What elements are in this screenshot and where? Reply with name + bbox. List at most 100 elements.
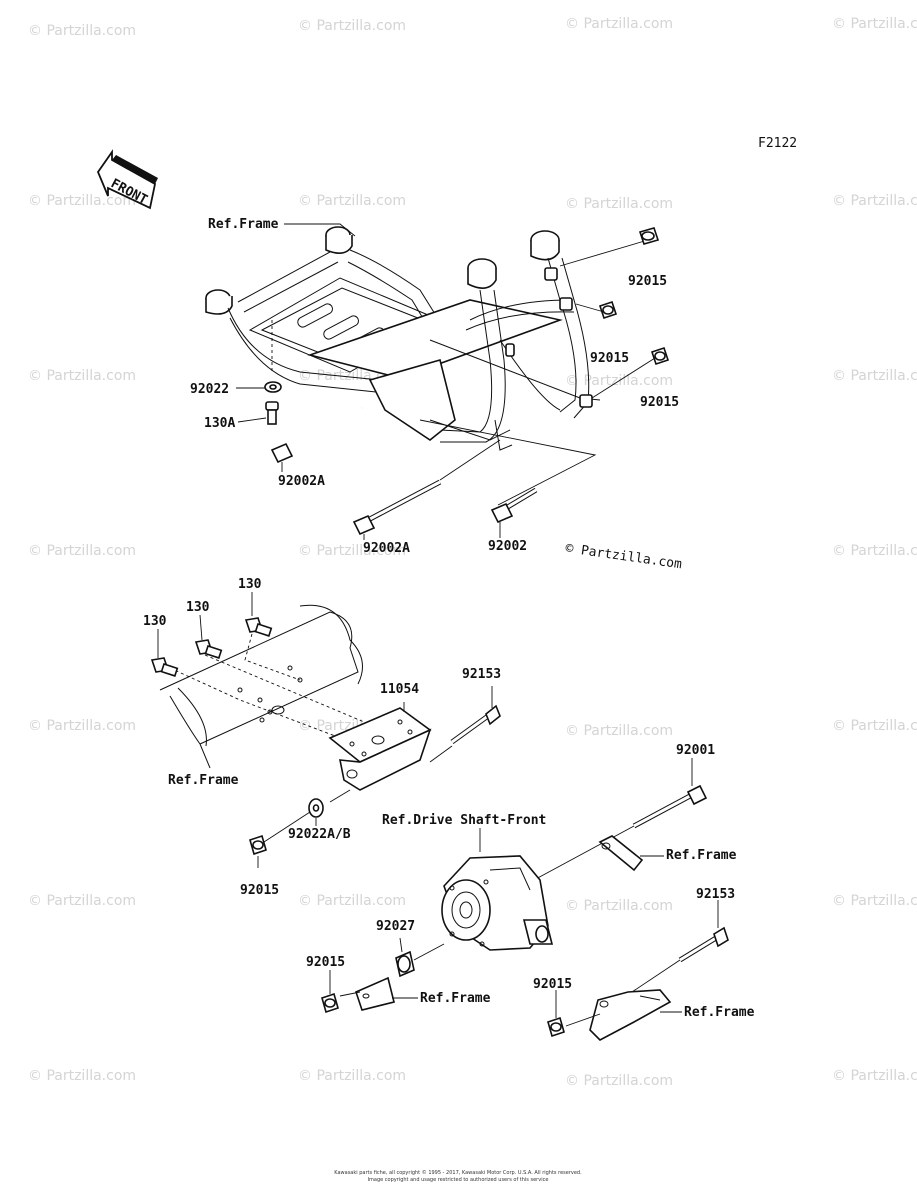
- watermark: © Partzilla.com: [565, 723, 673, 739]
- watermark: © Partzilla.com: [832, 718, 917, 734]
- front-differential-icon: [441, 855, 554, 951]
- watermark: © Partzilla.com: [298, 193, 406, 209]
- leader-line: [339, 991, 361, 997]
- copyright-footer: Image copyright and usage restricted to …: [368, 1177, 549, 1183]
- watermark: © Partzilla.com: [28, 368, 136, 384]
- leader-line: [559, 239, 649, 267]
- part-number-92001: 92001: [676, 743, 715, 758]
- bracket-bottom-icon: [355, 976, 395, 1011]
- part-number-92015: 92015: [533, 977, 572, 992]
- leader-line: [237, 417, 267, 423]
- watermark: © Partzilla.com: [832, 1068, 917, 1084]
- watermark: © Partzilla.com: [832, 893, 917, 909]
- leader-line: [413, 943, 445, 961]
- part-number-92015: 92015: [306, 955, 345, 970]
- leader-line: [533, 825, 635, 881]
- watermark: © Partzilla.com: [565, 1073, 673, 1089]
- ref-frame-label: Ref.Frame: [666, 848, 737, 863]
- watermark: © Partzilla.com: [298, 18, 406, 34]
- screw-130-icon: [150, 657, 179, 677]
- watermark: © Partzilla.com: [298, 893, 406, 909]
- watermark: © Partzilla.com: [28, 193, 136, 209]
- screw-130-icon: [244, 617, 273, 637]
- part-number-92002a: 92002A: [278, 474, 325, 489]
- watermark: © Partzilla.com: [832, 368, 917, 384]
- leader-line: [199, 614, 203, 641]
- ref-drive-shaft-label: Ref.Drive Shaft-Front: [382, 813, 546, 828]
- nut-92015-icon: [650, 346, 670, 366]
- part-number-130: 130: [186, 600, 210, 615]
- leader-line: [591, 357, 656, 399]
- part-number-92153: 92153: [696, 887, 735, 902]
- leader-line: [439, 439, 501, 481]
- watermark: © Partzilla.com: [28, 543, 136, 559]
- screw-130a-icon: [265, 401, 279, 425]
- bracket-bottom-right-icon: [589, 989, 672, 1041]
- watermark: © Partzilla.com: [298, 1068, 406, 1084]
- watermark: © Partzilla.com: [565, 196, 673, 212]
- nut-92015-icon: [321, 992, 339, 1014]
- ref-frame-label: Ref.Frame: [420, 991, 491, 1006]
- part-number-130a: 130A: [204, 416, 235, 431]
- bolt-92002-icon: [490, 487, 538, 524]
- part-number-92015: 92015: [240, 883, 279, 898]
- part-number-92002a: 92002A: [363, 541, 410, 556]
- bolt-92002a-icon: [270, 406, 363, 464]
- ref-frame-label: Ref.Frame: [208, 217, 279, 232]
- leader-line: [419, 419, 597, 506]
- watermark: © Partzilla.com: [565, 898, 673, 914]
- part-number-92027: 92027: [376, 919, 415, 934]
- bolt-92153-icon: [450, 704, 501, 745]
- part-number-92015: 92015: [628, 274, 667, 289]
- part-number-92022: 92022: [190, 382, 229, 397]
- frame-assembly-illustration: [205, 226, 601, 451]
- watermark: © Partzilla.com: [28, 718, 136, 734]
- copyright-footer: Kawasaki parts fiche, all copyright © 19…: [334, 1169, 582, 1176]
- leader-line: [575, 303, 605, 313]
- leader-line: [244, 633, 301, 681]
- watermark: © Partzilla.com: [28, 1068, 136, 1084]
- ref-frame-label: Ref.Frame: [684, 1005, 755, 1020]
- nut-92015-icon: [598, 300, 618, 320]
- bracket-11054-icon: [328, 707, 432, 791]
- part-number-92015: 92015: [640, 395, 679, 410]
- leader-line: [329, 789, 351, 803]
- bolt-92002a-icon: [352, 479, 442, 536]
- washer-92022-icon: [264, 381, 282, 393]
- watermark: © Partzilla.com: [565, 16, 673, 32]
- watermark-layer: © Partzilla.com © Partzilla.com © Partzi…: [28, 16, 917, 1089]
- diagram-id: F2122: [758, 136, 797, 151]
- leader-line: [429, 745, 453, 763]
- part-number-92002: 92002: [488, 539, 527, 554]
- bolt-92001-icon: [632, 784, 708, 829]
- watermark: © Partzilla.com: [832, 543, 917, 559]
- ref-frame-label: Ref.Frame: [168, 773, 239, 788]
- watermark: © Partzilla.com: [298, 543, 406, 559]
- watermark: © Partzilla.com: [28, 23, 136, 39]
- part-number-92022ab: 92022A/B: [288, 827, 351, 842]
- leader-line: [399, 937, 403, 953]
- bracket-right-icon: [598, 835, 644, 872]
- nut-92015-icon: [638, 227, 660, 245]
- front-arrow-icon: FRONT: [96, 149, 158, 210]
- watermark: © Partzilla.com: [832, 193, 917, 209]
- leader-line: [204, 654, 396, 736]
- nut-92015-icon: [547, 1016, 565, 1038]
- bolt-92153-icon: [678, 926, 729, 963]
- leader-line: [565, 1013, 601, 1027]
- part-number-11054: 11054: [380, 682, 419, 697]
- part-number-130: 130: [238, 577, 262, 592]
- frame-section-illustration: [159, 604, 363, 769]
- collar-92027-icon: [395, 950, 415, 978]
- part-number-130: 130: [143, 614, 167, 629]
- leader-line: [284, 223, 356, 237]
- copyright-watermark: © Partzilla.com: [564, 541, 683, 572]
- watermark: © Partzilla.com: [28, 893, 136, 909]
- leader-line: [263, 811, 311, 843]
- part-number-92015: 92015: [590, 351, 629, 366]
- part-number-92153: 92153: [462, 667, 501, 682]
- watermark: © Partzilla.com: [832, 16, 917, 32]
- nut-92015-icon: [249, 834, 267, 856]
- screw-130-icon: [194, 639, 223, 659]
